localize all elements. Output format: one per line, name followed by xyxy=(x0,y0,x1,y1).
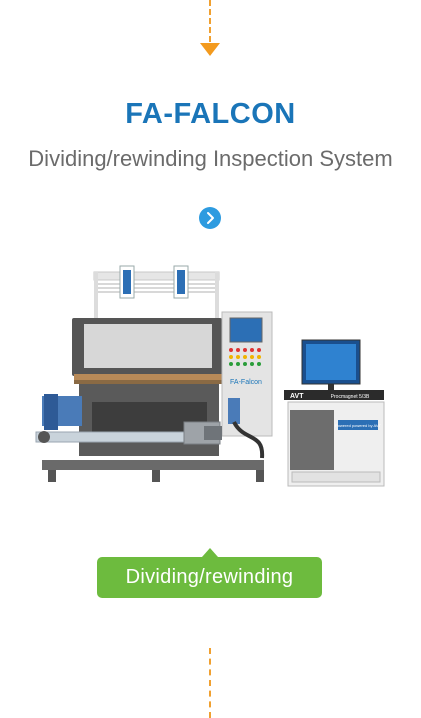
main-frame xyxy=(35,318,224,456)
console-logo-text: Procmagnet 5/3B xyxy=(331,394,370,400)
next-button[interactable] xyxy=(199,207,221,229)
arrow-down-icon xyxy=(200,43,220,56)
machine-illustration: FA-Falcon AVT Procmagnet 5/3B Powered po… xyxy=(35,265,385,487)
inspection-console: AVT Procmagnet 5/3B Powered powered by A… xyxy=(284,339,385,487)
panel-brand-text: FA-Falcon xyxy=(230,379,262,386)
label-pointer xyxy=(202,548,218,557)
page-title: FA-FALCON xyxy=(125,98,296,130)
chevron-right-icon xyxy=(207,212,214,224)
screen-banner-text: Powered powered by AVT xyxy=(335,423,382,428)
control-panel: FA-Falcon xyxy=(221,311,273,459)
page-subtitle: Dividing/rewinding Inspection System xyxy=(28,146,393,171)
process-label-button[interactable]: Dividing/rewinding xyxy=(97,557,322,598)
flow-connector-bottom xyxy=(209,648,211,718)
console-brand-text: AVT xyxy=(290,393,304,400)
top-frame xyxy=(93,265,220,322)
flow-connector-top xyxy=(209,0,211,42)
